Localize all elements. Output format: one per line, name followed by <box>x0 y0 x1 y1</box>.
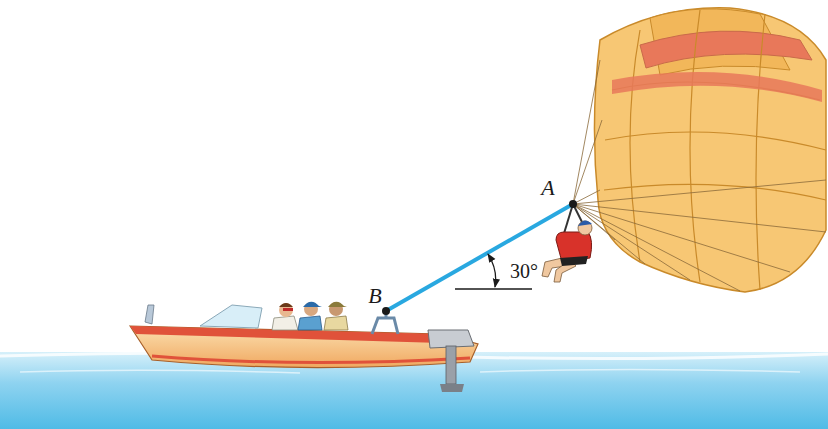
tow-rope <box>386 204 573 311</box>
point-a-dot <box>569 200 577 208</box>
label-anchor: B <box>368 285 381 307</box>
label-anchor: 30° <box>510 261 538 282</box>
point-label: B <box>368 283 381 308</box>
boat <box>130 302 478 392</box>
angle-label: 30° <box>510 260 538 282</box>
point-label: A <box>541 175 554 200</box>
suspension-lines <box>573 60 826 291</box>
parasail-canopy <box>594 8 826 292</box>
label-anchor: A <box>541 177 554 199</box>
